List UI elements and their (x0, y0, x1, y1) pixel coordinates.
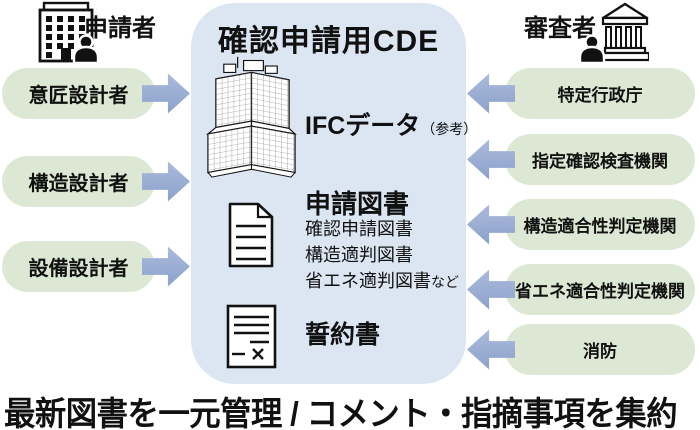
government-building-icon (579, 1, 649, 63)
docs-heading: 申請図書 (305, 189, 410, 219)
application-document-icon (227, 202, 275, 268)
pill-energy-review-body: 省エネ適合性判定機関 (505, 264, 695, 315)
cde-panel-title: 確認申請用CDE (217, 25, 440, 58)
applicant-label: 申請者 (84, 15, 156, 42)
pill-design-architect: 意匠設計者 (2, 68, 155, 119)
pill-label: 省エネ適合性判定機関 (515, 282, 685, 301)
docs-item-suffix: など (431, 274, 459, 290)
reviewer-label: 審査者 (524, 15, 596, 42)
pill-inspection-body: 指定確認検査機関 (505, 134, 695, 185)
docs-item-text: 構造適判図書 (305, 245, 413, 265)
cde-panel: 確認申請用CDE (191, 3, 477, 384)
docs-list-item: 省エネ適判図書など (305, 269, 459, 295)
ifc-data-label: IFCデータ (305, 112, 421, 140)
ifc-data-row: IFCデータ （参考） (305, 106, 477, 142)
pill-building-authority: 特定行政庁 (505, 68, 695, 119)
pill-mep-designer: 設備設計者 (2, 241, 155, 292)
bim-building-icon (204, 55, 299, 178)
pill-label: 指定確認検査機関 (532, 152, 668, 171)
ifc-data-note: （参考） (421, 121, 478, 137)
pill-label: 消防 (583, 342, 617, 361)
docs-list-item: 確認申請図書 (305, 217, 459, 243)
docs-item-text: 確認申請図書 (305, 219, 413, 239)
pill-structural-review-body: 構造適合性判定機関 (505, 199, 695, 250)
pill-label: 構造適合性判定機関 (523, 217, 677, 236)
office-building-icon (36, 1, 102, 63)
pledge-document-icon (226, 304, 277, 369)
pill-label: 設備設計者 (28, 258, 129, 280)
pill-label: 構造設計者 (28, 173, 129, 195)
docs-list: 確認申請図書 構造適判図書 省エネ適判図書など (305, 217, 459, 295)
docs-item-text: 省エネ適判図書 (305, 271, 431, 291)
docs-list-item: 構造適判図書 (305, 243, 459, 269)
bottom-caption: 最新図書を一元管理 / コメント・指摘事項を集約 (4, 395, 678, 430)
pill-structural-designer: 構造設計者 (2, 156, 155, 207)
pill-fire-department: 消防 (505, 324, 695, 375)
pill-label: 特定行政庁 (557, 86, 643, 105)
pledge-label: 誓約書 (305, 321, 381, 349)
pill-label: 意匠設計者 (28, 85, 129, 107)
